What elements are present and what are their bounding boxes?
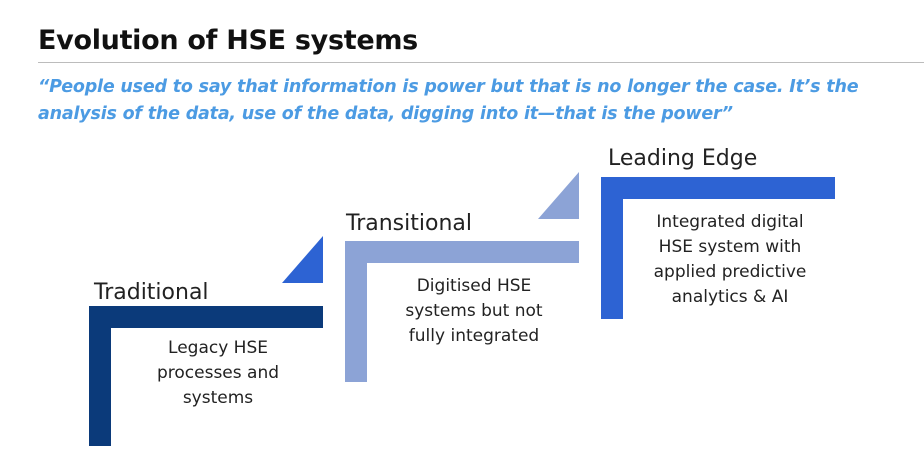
description-line: fully integrated: [408, 326, 540, 346]
connector-triangle-shape: [538, 172, 579, 219]
connector-triangle-shape: [282, 236, 323, 283]
stage-bracket-traditional: [89, 306, 323, 446]
quote: “People used to say that information is …: [38, 74, 908, 128]
stage-bracket-shape: [89, 306, 323, 446]
description-line: applied predictive: [653, 262, 807, 282]
stage-bracket-transitional: [345, 241, 579, 382]
step-connector-triangle-2: [538, 172, 579, 219]
description-line: Legacy HSE: [168, 338, 268, 358]
stage-bracket-shape: [601, 177, 835, 319]
stage-description-traditional: Legacy HSE processes and systems: [123, 336, 313, 411]
quote-line-1: “People used to say that information is …: [38, 77, 859, 97]
stage-title-transitional: Transitional: [346, 211, 472, 236]
page-title: Evolution of HSE systems: [38, 25, 418, 56]
description-line: Digitised HSE: [416, 276, 532, 296]
description-line: Integrated digital: [656, 212, 804, 232]
title-underline: [38, 62, 924, 63]
stage-description-leading-edge: Integrated digital HSE system with appli…: [632, 210, 828, 310]
description-line: analytics & AI: [671, 287, 789, 307]
description-line: systems: [182, 388, 254, 408]
quote-line-2: analysis of the data, use of the data, d…: [38, 104, 733, 124]
stage-title-traditional: Traditional: [94, 280, 209, 305]
stage-bracket-shape: [345, 241, 579, 382]
description-line: HSE system with: [658, 237, 802, 257]
stage-bracket-leading-edge: [601, 177, 835, 319]
stage-description-transitional: Digitised HSE systems but not fully inte…: [374, 274, 574, 349]
description-line: processes and: [156, 363, 280, 383]
stage-title-leading-edge: Leading Edge: [608, 146, 758, 171]
description-line: systems but not: [405, 301, 543, 321]
step-connector-triangle-1: [282, 236, 323, 283]
